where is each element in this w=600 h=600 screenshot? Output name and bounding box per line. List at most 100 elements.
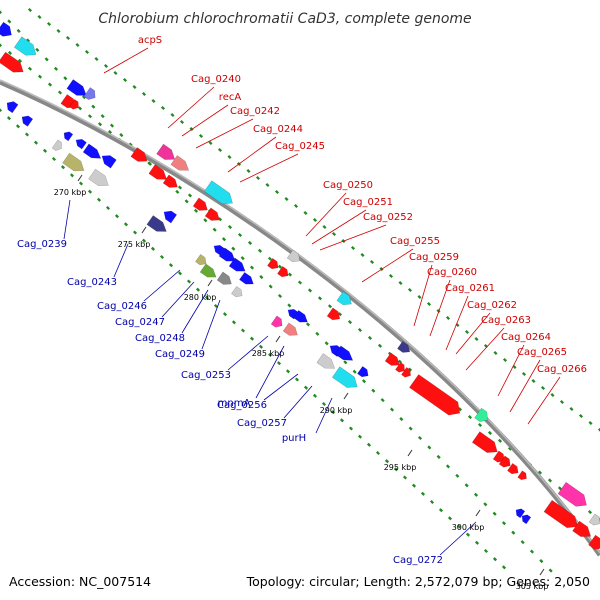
tick-label: 305 kbp xyxy=(516,582,549,591)
gene-arrow xyxy=(384,352,400,366)
track-dot xyxy=(277,264,283,269)
track-dot xyxy=(501,565,507,570)
track-dot xyxy=(398,280,403,286)
track-dot xyxy=(37,14,42,20)
track-dot xyxy=(366,442,372,447)
gene-arrow xyxy=(216,271,232,285)
track-dot xyxy=(287,272,293,277)
reverse-gene-label: Cag_0243 xyxy=(67,277,117,288)
track-dot xyxy=(429,499,435,505)
genome-backbone-highlight xyxy=(0,79,600,554)
gene-arrow xyxy=(282,322,298,336)
track-dot xyxy=(217,147,223,153)
leader-line xyxy=(315,397,333,434)
track-dot xyxy=(184,199,189,204)
track-dot xyxy=(159,254,165,260)
track-dot xyxy=(109,123,115,128)
track-dot xyxy=(231,320,237,325)
track-dot xyxy=(100,114,105,119)
track-dot xyxy=(427,445,432,450)
track-dot xyxy=(420,491,426,496)
gene-arrow xyxy=(66,79,87,96)
gene-arrow xyxy=(130,147,148,162)
track-dot xyxy=(445,315,451,321)
leader-line xyxy=(455,312,491,355)
track-dot xyxy=(60,165,66,170)
track-dot xyxy=(122,77,128,83)
gene-arrow xyxy=(6,101,19,114)
gene-arrow xyxy=(51,139,62,151)
forward-gene-labels: acpSCag_0240recACag_0242Cag_0244Cag_0245… xyxy=(138,35,587,375)
track-dot xyxy=(187,193,193,198)
leader-line xyxy=(161,281,195,318)
track-dot xyxy=(597,427,600,432)
gene-arrow xyxy=(334,345,354,361)
track-dot xyxy=(177,185,183,190)
track-dot xyxy=(557,486,563,491)
track-dot xyxy=(105,205,111,211)
track-dot xyxy=(186,279,192,284)
track-dot xyxy=(249,336,255,341)
gene-arrow xyxy=(270,315,283,328)
forward-gene-label: Cag_0244 xyxy=(253,124,303,135)
track-dot xyxy=(297,280,303,285)
reverse-gene-label: purH xyxy=(282,433,306,444)
track-dot xyxy=(27,66,33,71)
gene-arrow xyxy=(572,520,592,537)
genome-backbone xyxy=(0,79,600,557)
gene-arrow xyxy=(357,365,369,378)
reverse-gene-label: Cag_0253 xyxy=(181,370,231,381)
leader-line xyxy=(263,373,299,401)
track-dot xyxy=(371,388,376,393)
tick-mark xyxy=(207,279,213,287)
leader-line xyxy=(361,248,414,283)
track-dot xyxy=(221,237,227,242)
reverse-gene-label: Cag_0257 xyxy=(237,418,287,429)
leader-line xyxy=(497,344,525,397)
gene-arrow xyxy=(148,164,168,180)
reverse-gene-label: mnmA xyxy=(218,398,251,409)
track-dot xyxy=(456,524,462,529)
track-dot xyxy=(465,532,471,537)
track-dot xyxy=(474,540,480,545)
track-dot xyxy=(213,303,219,309)
track-dot xyxy=(569,406,574,412)
leader-line xyxy=(113,243,129,278)
track-dot xyxy=(285,369,291,374)
track-dot xyxy=(321,401,327,407)
gene-arrow xyxy=(75,139,87,150)
reverse-gene-label: Cag_0272 xyxy=(393,555,443,566)
track-dot xyxy=(492,511,497,516)
track-dot xyxy=(47,82,53,87)
tick-mark xyxy=(77,174,83,182)
track-dot xyxy=(547,478,553,483)
track-dot xyxy=(307,288,313,293)
track-dot xyxy=(203,218,208,223)
forward-gene-label: Cag_0240 xyxy=(191,74,241,85)
leader-line xyxy=(413,264,433,327)
track-dot xyxy=(464,483,469,488)
track-dot xyxy=(195,287,201,292)
track-dot xyxy=(548,568,553,573)
track-dot xyxy=(407,287,413,293)
track-dot xyxy=(0,10,3,15)
gene-arrow xyxy=(88,168,109,187)
track-dot xyxy=(27,7,33,13)
track-dot xyxy=(107,130,113,135)
track-dot xyxy=(384,459,390,464)
track-dot xyxy=(455,473,460,478)
tick-label: 295 kbp xyxy=(384,463,417,472)
gene-arrow xyxy=(163,210,178,224)
leader-line xyxy=(167,86,215,129)
forward-gene-label: Cag_0259 xyxy=(409,252,459,263)
tick-mark xyxy=(475,509,481,517)
leader-line xyxy=(181,104,229,137)
track-dot xyxy=(287,303,292,308)
leader-line xyxy=(227,136,277,173)
track-dot xyxy=(502,357,508,363)
reverse-gene-label: Cag_0249 xyxy=(155,349,205,360)
track-dot xyxy=(87,114,93,119)
